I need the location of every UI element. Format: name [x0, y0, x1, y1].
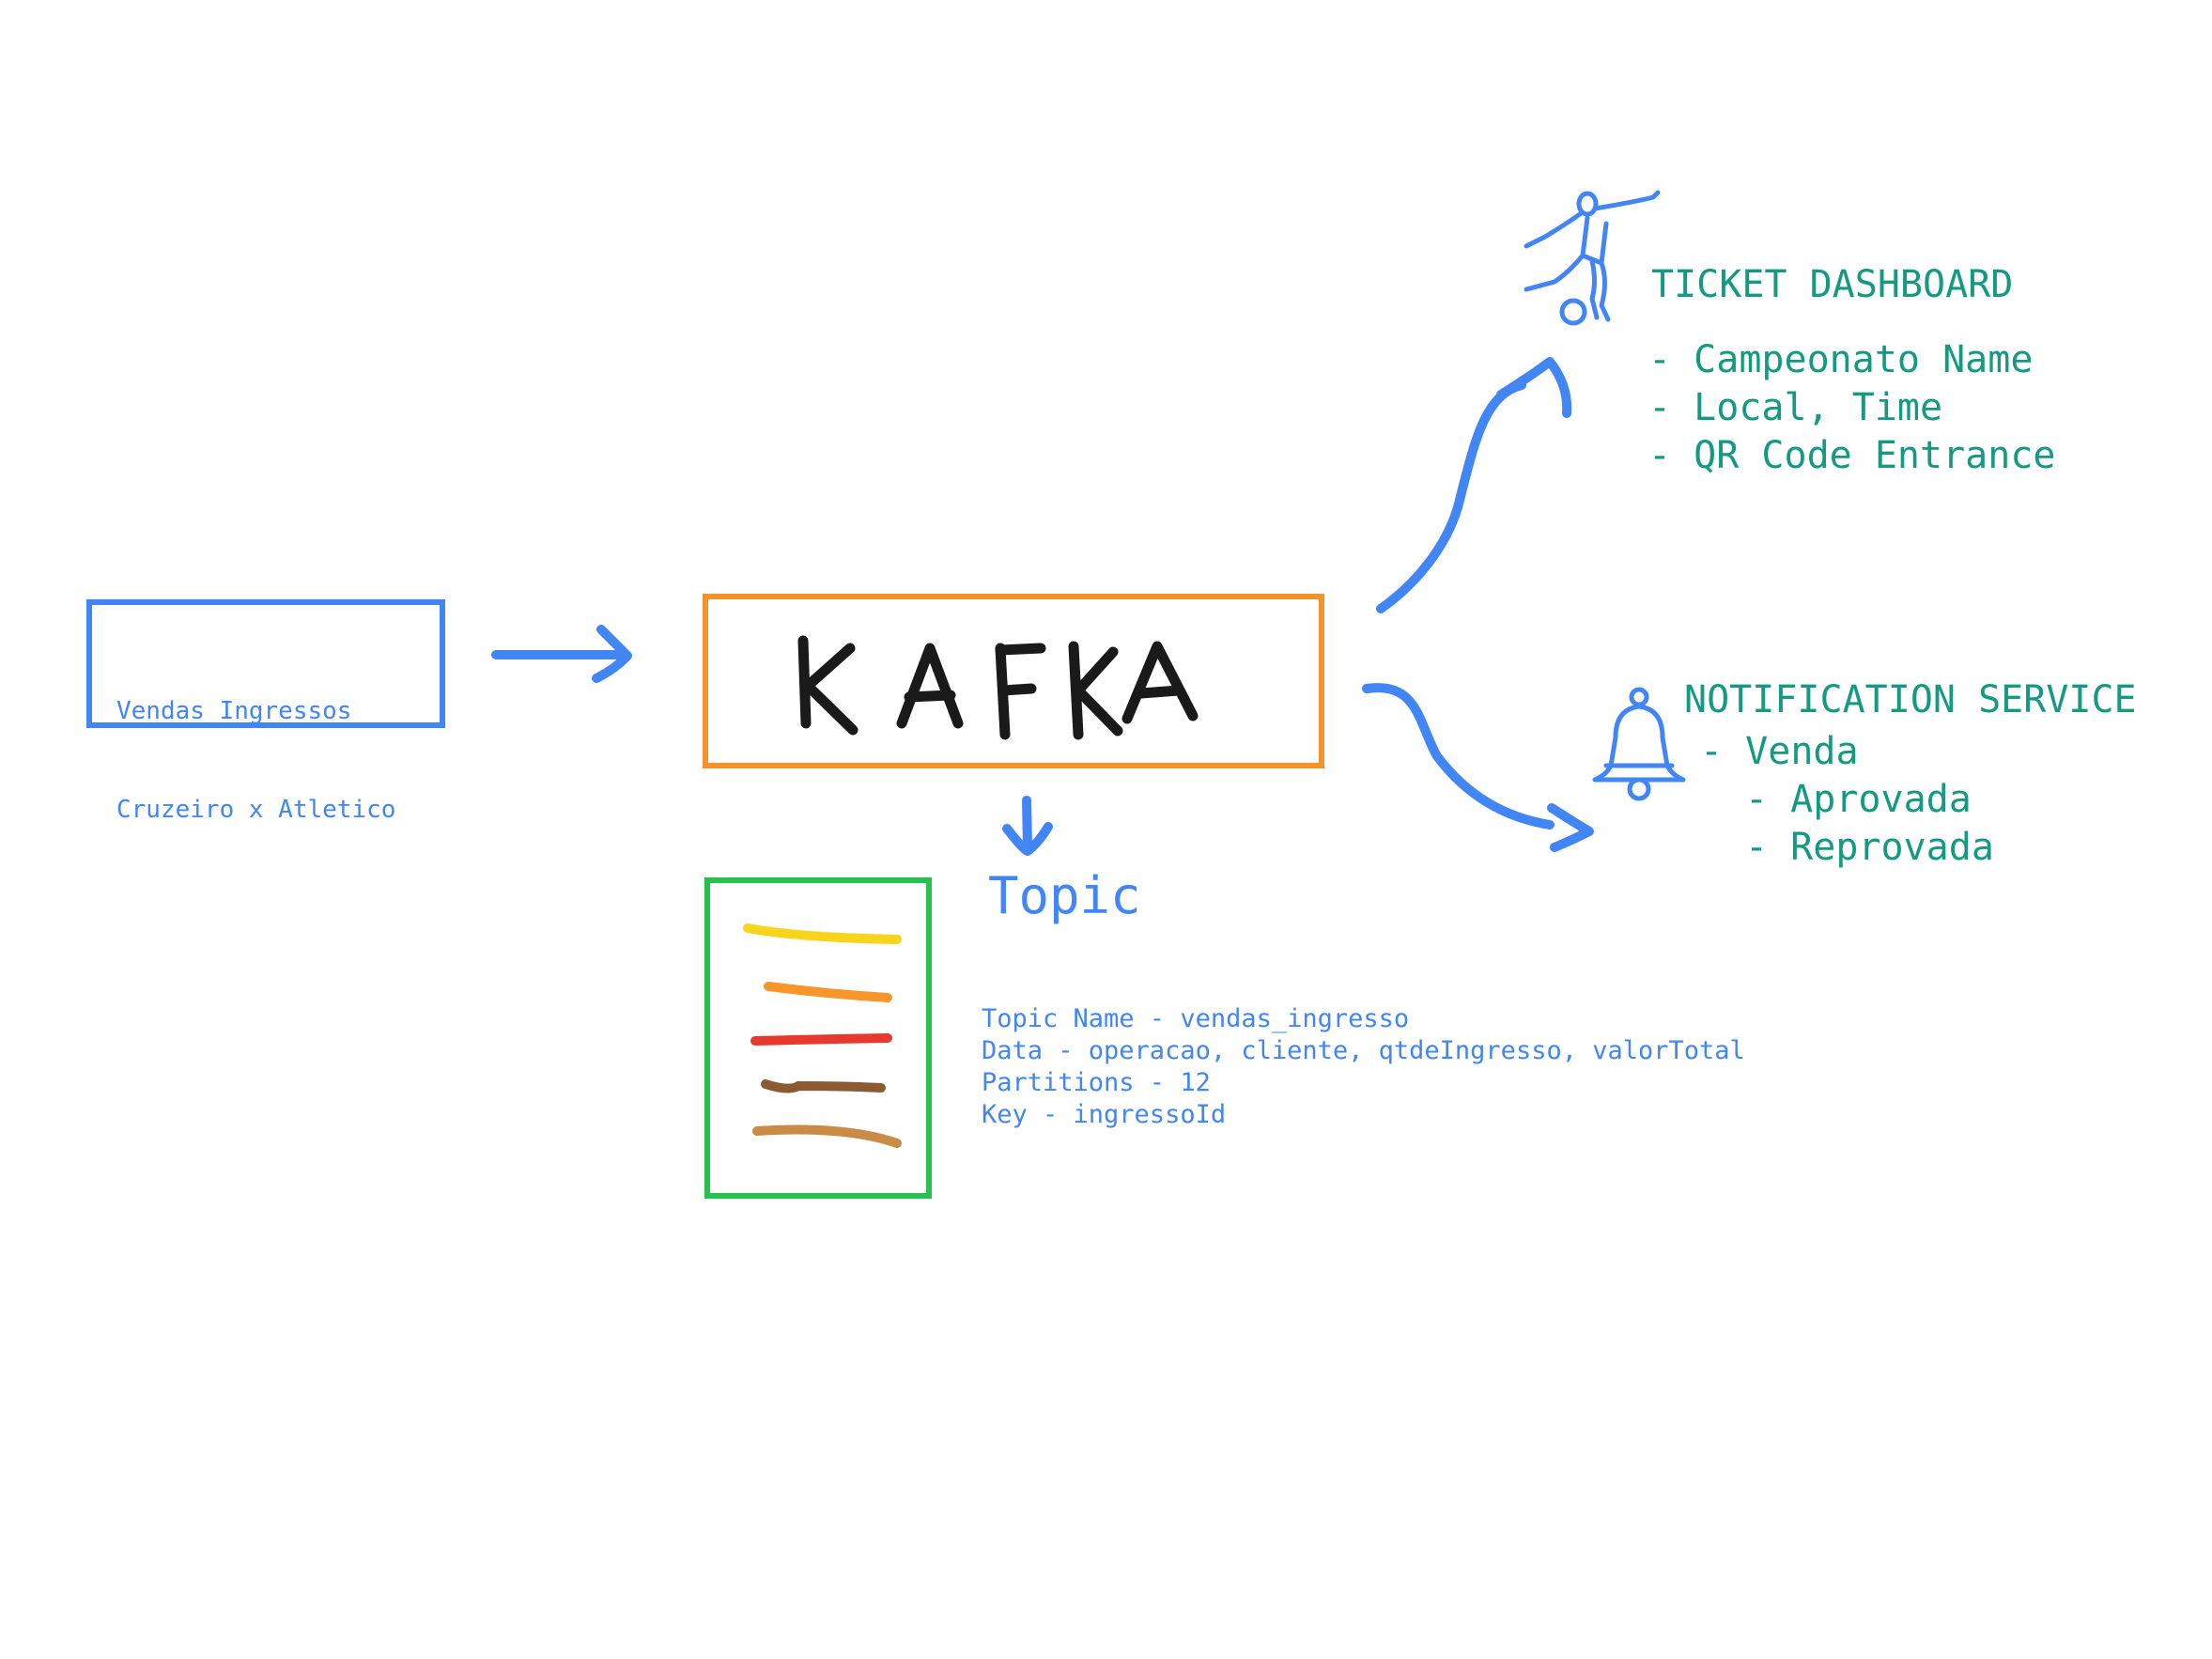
topic-detail-name: Topic Name - vendas_ingresso — [982, 1004, 1410, 1033]
source-label: Vendas Ingressos Cruzeiro x Atletico — [116, 629, 395, 860]
notif-item-venda: - Venda — [1700, 730, 1859, 773]
arrow-kafka-to-dashboard — [1376, 357, 1572, 613]
kafka-box — [703, 594, 1324, 768]
arrow-source-to-kafka — [491, 625, 632, 683]
topic-details: Topic Name - vendas_ingresso Data - oper… — [982, 1003, 1745, 1131]
ticket-item-local-time: - Local, Time — [1648, 386, 1943, 429]
ticket-dashboard-items: - Campeonato Name - Local, Time - QR Cod… — [1648, 336, 2055, 480]
notif-item-aprovada: - Aprovada — [1745, 778, 1972, 821]
arrow-kafka-to-topic — [1002, 796, 1053, 856]
topic-box — [704, 877, 932, 1199]
ticket-item-qr-code: - QR Code Entrance — [1648, 434, 2056, 477]
arrow-kafka-to-notification — [1362, 683, 1594, 852]
topic-title: Topic — [988, 866, 1141, 925]
ticket-item-campeonato: - Campeonato Name — [1648, 338, 2034, 381]
source-line-2: Cruzeiro x Atletico — [116, 796, 396, 824]
topic-detail-data: Data - operacao, cliente, qtdeIngresso, … — [982, 1036, 1745, 1065]
notif-item-reprovada: - Reprovada — [1745, 826, 1994, 869]
ticket-dashboard-title: TICKET DASHBOARD — [1651, 263, 2014, 306]
topic-detail-key: Key - ingressoId — [982, 1100, 1227, 1129]
source-box — [86, 599, 445, 728]
topic-detail-partitions: Partitions - 12 — [982, 1068, 1211, 1097]
bell-icon — [1592, 687, 1686, 801]
soccer-player-icon — [1524, 190, 1661, 326]
source-line-1: Vendas Ingressos — [116, 697, 352, 725]
notification-service-items: - Venda - Aprovada - Reprovada — [1700, 728, 1994, 872]
notification-service-title: NOTIFICATION SERVICE — [1684, 678, 2137, 721]
